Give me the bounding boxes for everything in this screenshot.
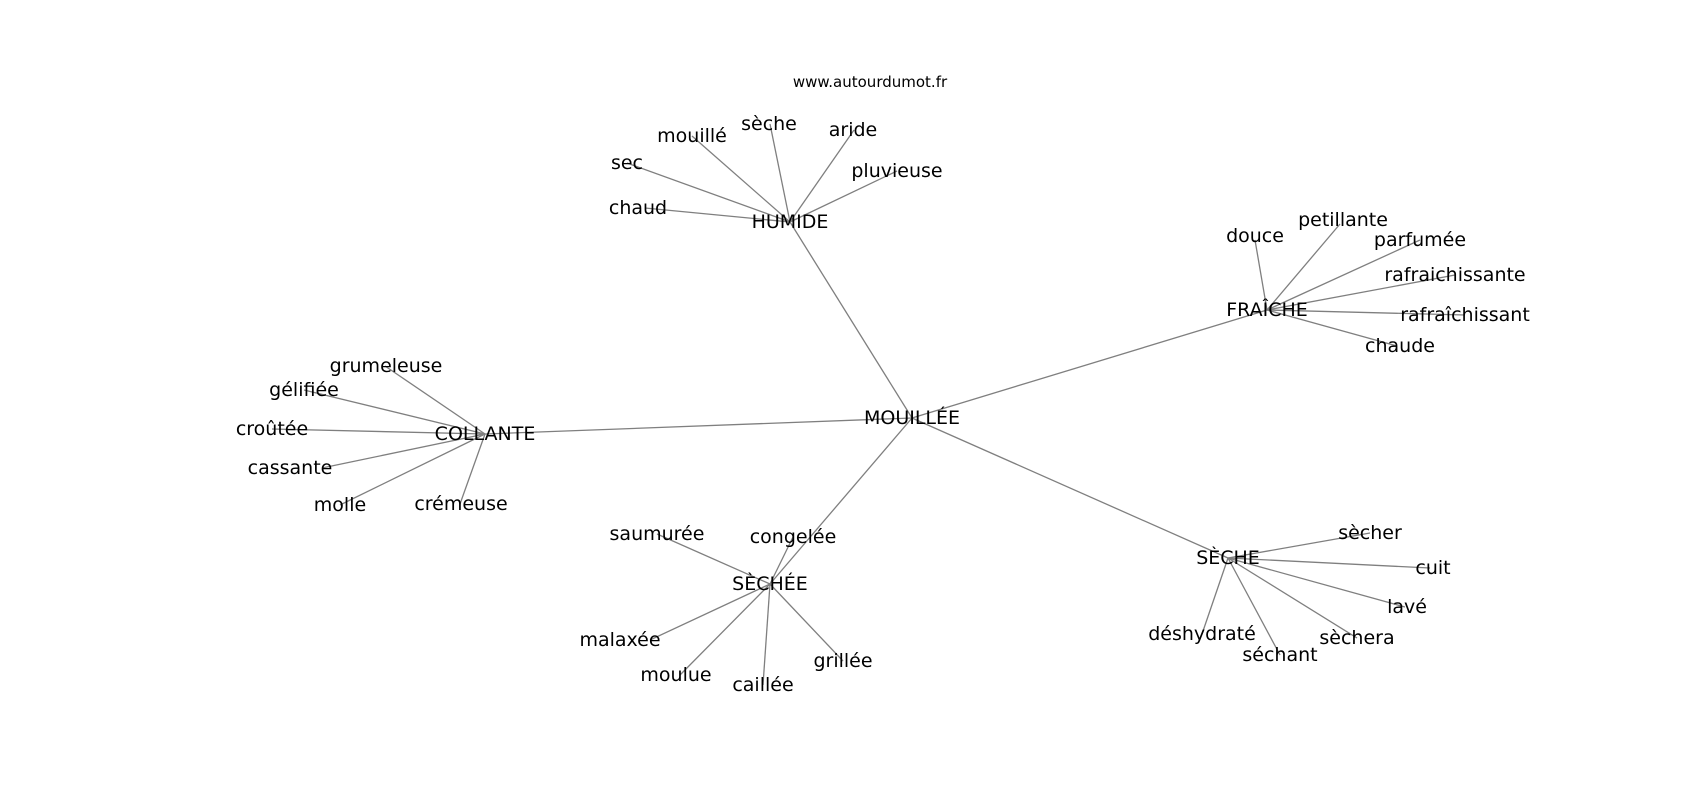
hub-node-label: COLLANTE	[435, 423, 536, 445]
edge-hub-to-word	[1227, 557, 1358, 639]
edge-hub-to-word	[321, 433, 486, 469]
edge-hub-to-word	[691, 135, 791, 223]
edge-hub-to-word	[303, 389, 486, 435]
word-node-label: chaud	[609, 197, 667, 219]
hub-node-label: FRAÎCHE	[1226, 298, 1308, 321]
edge-hub-to-word	[769, 536, 794, 585]
edge-hub-to-word	[1266, 274, 1456, 311]
edge-center-to-hub	[769, 417, 913, 585]
edge-hub-to-word	[789, 129, 855, 223]
edge-center-to-hub	[789, 221, 913, 419]
edge-hub-to-word	[1227, 557, 1281, 656]
edge-hub-to-word	[789, 170, 898, 223]
word-node-label: grumeleuse	[330, 355, 443, 377]
edge-hub-to-word	[1266, 223, 1341, 311]
word-node-label: sècher	[1338, 522, 1402, 544]
word-node-label: crémeuse	[414, 493, 507, 515]
word-node-label: malaxée	[579, 629, 660, 651]
edge-center-to-hub	[484, 417, 913, 435]
word-node-label: pluvieuse	[851, 160, 942, 182]
edge-hub-to-word	[679, 583, 771, 676]
edge-hub-to-word	[1227, 532, 1371, 559]
source-caption: www.autourdumot.fr	[793, 73, 948, 91]
edge-hub-to-word	[1266, 309, 1398, 347]
word-node-label: déshydraté	[1148, 623, 1256, 645]
hub-node-label: SÈCHÉE	[732, 572, 808, 595]
word-node-label: croûtée	[236, 418, 308, 440]
word-node-label: saumurée	[610, 523, 705, 545]
word-node-label: sèche	[741, 113, 797, 135]
edge-hub-to-word	[1266, 239, 1421, 311]
word-node-label: mouillé	[657, 125, 727, 147]
word-node-label: aride	[829, 119, 877, 141]
edge-hub-to-word	[1201, 557, 1229, 635]
edge-hub-to-word	[762, 583, 771, 686]
word-node-label: gélifiée	[269, 379, 339, 401]
word-node-label: lavé	[1387, 596, 1427, 618]
word-node-label: rafraichissante	[1384, 264, 1525, 286]
edge-hub-to-word	[769, 123, 791, 223]
word-node-label: caillée	[732, 674, 793, 696]
edge-hub-to-word	[656, 533, 771, 585]
edge-hub-to-word	[649, 583, 771, 641]
word-node-label: chaude	[1365, 335, 1435, 357]
edge-center-to-hub	[911, 309, 1268, 419]
edge-hub-to-word	[1227, 557, 1431, 569]
edge-hub-to-word	[339, 433, 486, 506]
edge-hub-to-word	[644, 207, 791, 223]
hub-node-label: HUMIDE	[752, 211, 829, 233]
word-node-label: molle	[314, 494, 366, 516]
word-node-label: rafraîchissant	[1400, 304, 1530, 326]
edge-hub-to-word	[384, 365, 486, 435]
edge-center-to-hub	[911, 417, 1229, 559]
edge-hub-to-word	[769, 583, 844, 662]
word-node-label: grillée	[813, 650, 872, 672]
edge-hub-to-word	[459, 433, 486, 505]
word-node-label: petillante	[1298, 209, 1388, 231]
graph-edges	[271, 123, 1466, 686]
edge-hub-to-word	[271, 428, 486, 435]
center-node-label: MOUILLÉE	[864, 406, 960, 429]
edge-hub-to-word	[1254, 239, 1268, 311]
edge-hub-to-word	[1227, 557, 1406, 608]
word-node-label: cassante	[248, 457, 333, 479]
word-node-label: cuit	[1415, 557, 1450, 579]
edge-hub-to-word	[626, 162, 791, 223]
word-node-label: séchant	[1242, 644, 1317, 666]
word-node-label: moulue	[640, 664, 711, 686]
word-node-label: sec	[611, 152, 643, 174]
edge-hub-to-word	[1266, 309, 1466, 316]
graph-labels: MOUILLÉE HUMIDE chaud sec mouillé sèche aride p…	[236, 113, 1530, 696]
word-node-label: congelée	[750, 526, 837, 548]
hub-node-label: SÈCHE	[1196, 546, 1260, 569]
word-node-label: parfumée	[1374, 229, 1466, 251]
word-node-label: douce	[1226, 225, 1284, 247]
word-node-label: sèchera	[1319, 627, 1394, 649]
